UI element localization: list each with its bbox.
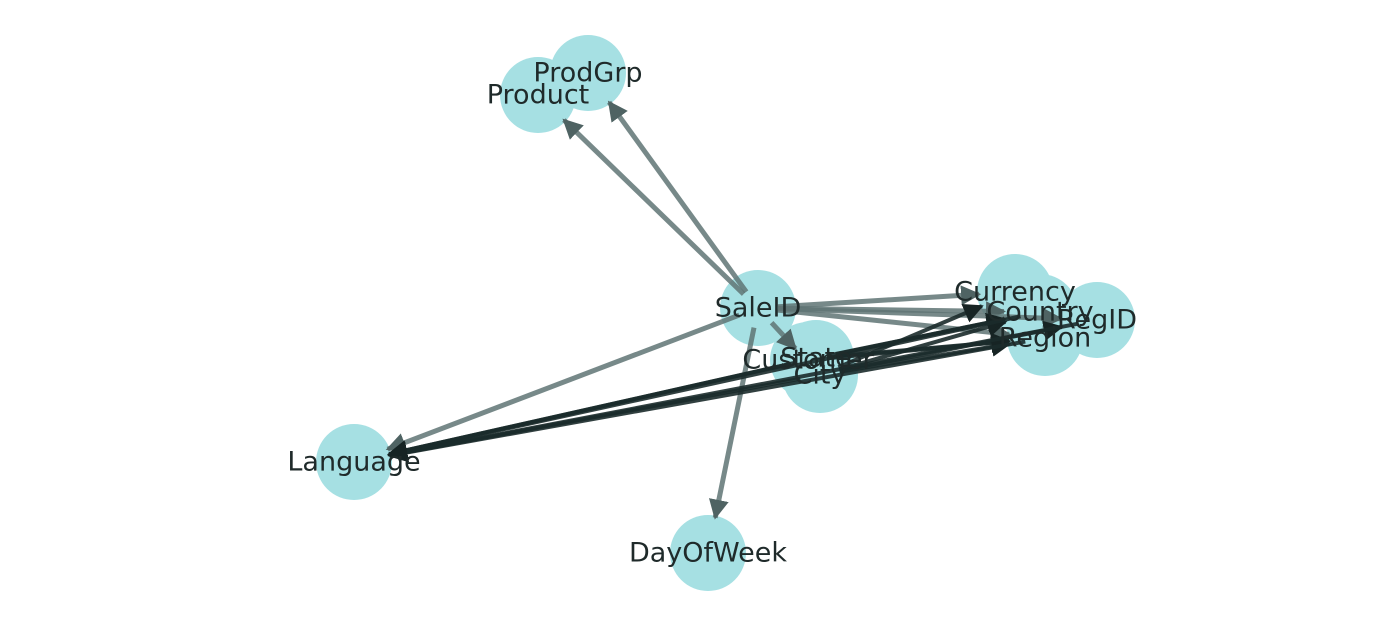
node-label-country: Country: [986, 297, 1093, 328]
node-label-language: Language: [287, 447, 420, 478]
edge-saleid-to-dayofweek: [709, 327, 757, 520]
node-label-currency: Currency: [954, 277, 1076, 308]
edge-regid-to-language: [387, 321, 1078, 462]
node-dayofweek: [670, 515, 746, 591]
node-label-prodgrp: ProdGrp: [533, 58, 642, 89]
edge-saleid-to-language: [385, 312, 741, 453]
node-label-region: Region: [999, 323, 1091, 354]
edge-saleid-to-prodgrp: [607, 100, 749, 294]
node-label-regid: RegID: [1057, 305, 1137, 336]
node-label-city: City: [794, 360, 847, 391]
node-label-saleid: SaleID: [715, 293, 802, 324]
node-label-customer: Customer: [742, 345, 874, 376]
edge-country-to-language: [387, 314, 1021, 461]
node-label-state: State: [780, 343, 851, 374]
node-language: [316, 424, 392, 500]
edge-saleid-to-product: [562, 118, 746, 296]
edge-saleid-to-currency: [777, 285, 982, 310]
edge-city-to-country: [838, 317, 1008, 372]
node-product: [500, 57, 576, 133]
edges-layer: [385, 100, 1078, 520]
node-label-product: Product: [487, 80, 590, 111]
node-label-dayofweek: DayOfWeek: [629, 538, 787, 569]
edge-saleid-to-city: [769, 321, 798, 351]
